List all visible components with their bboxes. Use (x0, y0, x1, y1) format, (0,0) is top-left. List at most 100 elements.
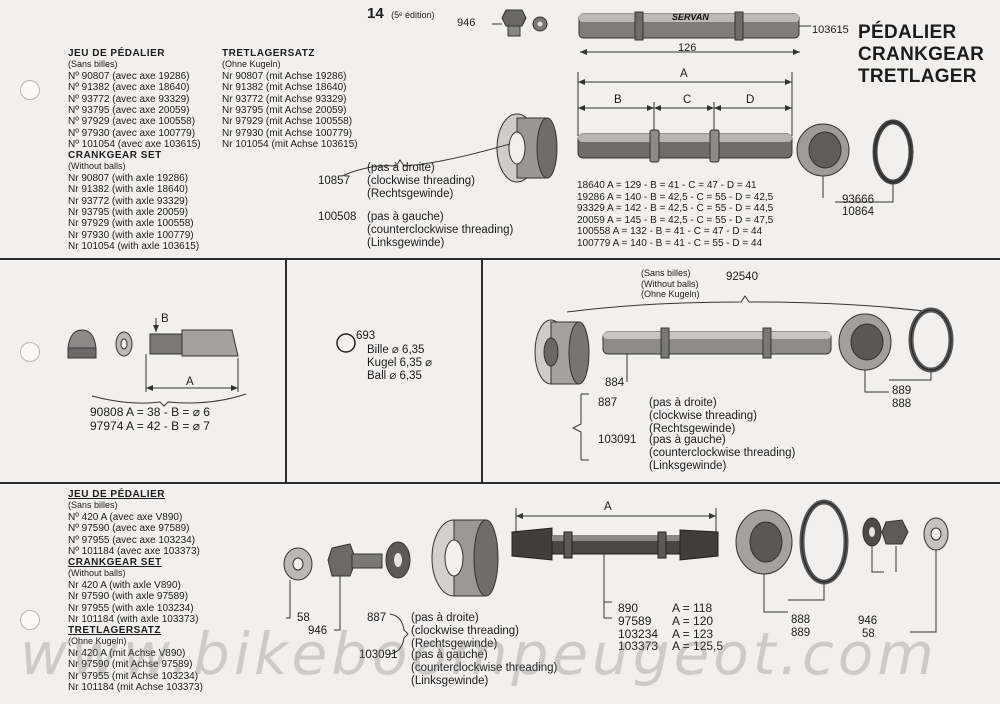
text-line: (pas à droite) (411, 612, 479, 624)
cup1-right-desc: (pas à droite) (clockwise threading) (Re… (367, 162, 475, 200)
list-item: Nº 93772 (avec axe 93329) (68, 93, 190, 105)
dim-c-label: C (683, 94, 692, 106)
axle-103615-illustration (578, 11, 811, 41)
text-line: (Linksgewinde) (411, 674, 489, 687)
list-item: Nr 93795 (with axle 20059) (68, 207, 189, 219)
block1-en: CRANKGEAR SET (Without balls) Nr 90807 (… (68, 150, 199, 253)
list-item: Nr 93795 (mit Achse 20059) (222, 105, 347, 117)
axle-brand: SERVAN (672, 12, 709, 22)
bottom-left-no: 103091 (359, 649, 398, 661)
block1-en-sub: (Without balls) (68, 161, 126, 172)
label-126: 126 (678, 42, 697, 54)
block3-de: TRETLAGERSATZ (Ohne Kugeln) Nr 420 A (mi… (68, 625, 203, 693)
bottom-left-desc: (pas à gauche) (counterclockwise threadi… (411, 649, 557, 687)
list-item: Nr 420 A (with axle V890) (68, 579, 181, 591)
text-line: (clockwise threading) (411, 624, 520, 637)
block3-en-heading: CRANKGEAR SET (68, 557, 162, 568)
bottom-right-no: 887 (367, 612, 387, 624)
text-line: (Sans billes) (641, 268, 691, 278)
bolt-946-illustration (492, 9, 548, 37)
block3-en-sub: (Without balls) (68, 568, 126, 579)
block1-de: TRETLAGERSATZ (Ohne Kugeln) Nr 90807 (mi… (222, 48, 358, 151)
list-item: Nr 90807 (mit Achse 19286) (222, 70, 347, 82)
block3-fr-heading: JEU DE PÉDALIER (68, 489, 165, 500)
cup-10857-illustration (496, 113, 558, 183)
square-axle-dim: A (604, 501, 612, 513)
text-line: (pas à gauche) (367, 211, 444, 223)
label-93666: 93666 (842, 194, 874, 206)
text-line: (Rechtsgewinde) (367, 187, 454, 200)
brace-bottom-cup (389, 613, 409, 655)
list-item: Nr 101184 (mit Achse 103373) (68, 682, 203, 694)
dim-a-label: A (680, 68, 688, 80)
text-line: 888 (892, 397, 912, 410)
text-line: 889 (892, 385, 912, 397)
cup1-left-no: 100508 (318, 211, 357, 223)
block1-de-heading: TRETLAGERSATZ (222, 48, 315, 59)
block1-fr-sub: (Sans billes) (68, 59, 118, 70)
page-number: 14 (5ᵉ édition) (367, 5, 435, 22)
block3-en: CRANKGEAR SET (Without balls) Nr 420 A (… (68, 557, 198, 625)
list-item: Nº 90807 (avec axe 19286) (68, 70, 190, 82)
bottom-left-parts-illustration (283, 519, 499, 631)
text-line: (counterclockwise threading) (367, 223, 514, 236)
text-line: (pas à droite) (367, 162, 435, 174)
title-en: CRANKGEAR (858, 44, 985, 65)
block1-fr: JEU DE PÉDALIER (Sans billes) Nº 90807 (… (68, 48, 201, 151)
watermark: www.bikeboompeugeot.com (20, 620, 938, 688)
binder-hole-middle (20, 342, 40, 362)
text-line: (Rechtsgewinde) (411, 637, 498, 650)
divider-left (285, 258, 287, 484)
set92540-illustration (534, 307, 954, 393)
set92540-left-desc: (pas à gauche) (counterclockwise threadi… (649, 434, 795, 472)
brace-92540 (566, 295, 932, 313)
block3-fr: JEU DE PÉDALIER (Sans billes) Nº 420 A (… (68, 489, 200, 557)
text-line: Ball ⌀ 6,35 (367, 369, 422, 382)
cotter-b-label: B (161, 313, 169, 325)
list-item: Nr 93772 (with axle 93329) (68, 195, 189, 207)
block3-de-sub: (Ohne Kugeln) (68, 636, 127, 647)
set92540-axle: 884 (605, 377, 625, 389)
set92540-no: 92540 (726, 271, 758, 283)
list-item: Nr 97929 (mit Achse 100558) (222, 116, 353, 128)
cup-93666-illustration (796, 119, 914, 203)
list-item: Nr 91382 (with axle 18640) (68, 184, 189, 196)
cotter-a-label: A (186, 376, 194, 388)
text-line: (Without balls) (641, 278, 699, 289)
list-item: Nr 101054 (with axle 103615) (68, 241, 200, 253)
set92540-right-no: 887 (598, 397, 618, 409)
ball-illustration (336, 333, 356, 353)
table-row: 97974 A = 42 - B = ⌀ 7 (90, 418, 210, 433)
label-103615: 103615 (812, 24, 849, 36)
block3-fr-sub: (Sans billes) (68, 500, 118, 511)
set92540-right-parts: 889 888 (892, 385, 911, 411)
list-item: Nr 97955 (with axle 103234) (68, 602, 194, 614)
bottom-58-left: 58 (297, 612, 310, 624)
list-item: Nº 93795 (avec axe 20059) (68, 105, 190, 117)
cotter-illustration (67, 318, 239, 392)
list-item: Nr 97930 (mit Achse 100779) (222, 127, 353, 139)
list-item: Nr 97590 (mit Achse 97589) (68, 659, 193, 671)
label-889-bottom: 889 (791, 627, 811, 639)
block1-de-sub: (Ohne Kugeln) (222, 59, 281, 70)
block1-fr-heading: JEU DE PÉDALIER (68, 48, 165, 59)
list-item: Nr 97930 (with axle 100779) (68, 229, 194, 241)
cup1-left-desc: (pas à gauche) (counterclockwise threadi… (367, 211, 513, 249)
set92540-left-no: 103091 (598, 434, 637, 446)
text-line: (Linksgewinde) (367, 236, 445, 249)
table-row: 100779 A = 140 - B = 41 - C = 55 - D = 4… (577, 237, 763, 249)
list-item: Nr 91382 (mit Achse 18640) (222, 82, 347, 94)
block1-en-heading: CRANKGEAR SET (68, 150, 162, 161)
square-axle-illustration (511, 508, 719, 619)
brace-cup-92540 (571, 393, 589, 461)
list-item: Nr 101054 (mit Achse 103615) (222, 139, 358, 151)
list-item: Nº 420 A (avec axe V890) (68, 511, 183, 523)
list-item: Nº 101184 (avec axe 103373) (68, 546, 200, 558)
text-line: (Ohne Kugeln) (641, 289, 700, 300)
divider-right (481, 258, 483, 484)
label-888-bottom: 888 (791, 614, 811, 626)
list-item: Nº 91382 (avec axe 18640) (68, 82, 190, 94)
block3-de-heading: TRETLAGERSATZ (68, 625, 161, 636)
